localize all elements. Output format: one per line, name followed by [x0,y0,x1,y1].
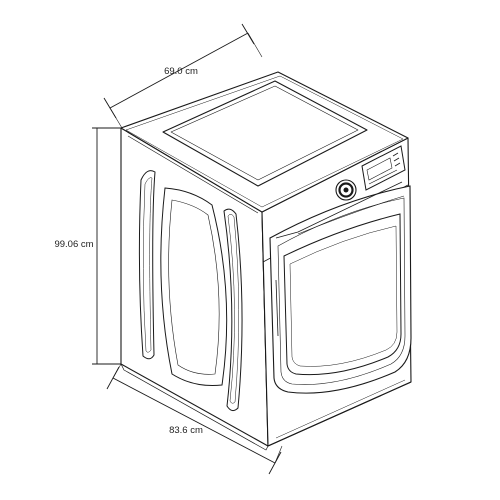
control-button-3 [394,162,401,167]
front-left-edge [262,261,269,447]
front-door [269,181,412,394]
top-lid-recess [162,80,368,187]
dimension-height [92,127,121,365]
control-button-2 [393,157,400,162]
width-extension-right [247,32,263,58]
top-surface-bevel [125,75,404,208]
depth-extension-right [274,445,283,464]
depth-dimension-line [112,377,276,464]
side-groove-center [160,187,228,386]
door-glass [283,213,402,376]
control-display-screen [366,157,393,181]
depth-extension-left [112,363,122,379]
cycle-knob-center [343,187,349,193]
side-grooves [138,170,243,412]
height-label: 99.06 cm [54,239,93,250]
width-tick-right [241,23,255,45]
side-groove-left [138,170,156,360]
base-lip [120,363,269,451]
dimension-width [103,23,263,129]
front-base-edge [267,381,412,447]
door-handle-top [275,181,403,239]
top-lid-recess-inner [170,85,359,181]
side-panel-top-bevel [127,135,259,214]
side-groove-right [223,208,243,412]
depth-label: 83.6 cm [169,425,203,436]
front-kick-plate [275,379,406,439]
side-groove-center-inner [168,199,220,375]
door-hinge [275,279,279,337]
door-glass-inner [289,225,398,367]
width-label: 69.0 cm [164,66,198,77]
side-groove-left-inner [142,177,153,353]
door-frame-inner [277,197,406,385]
side-groove-right-inner [227,214,239,404]
control-console [335,145,406,201]
door-handle-lip [297,195,405,235]
width-extension-left [109,107,123,129]
control-button-1 [392,152,399,157]
control-button-row [368,169,398,185]
dimension-depth [106,363,283,475]
width-dimension-line [109,32,249,109]
